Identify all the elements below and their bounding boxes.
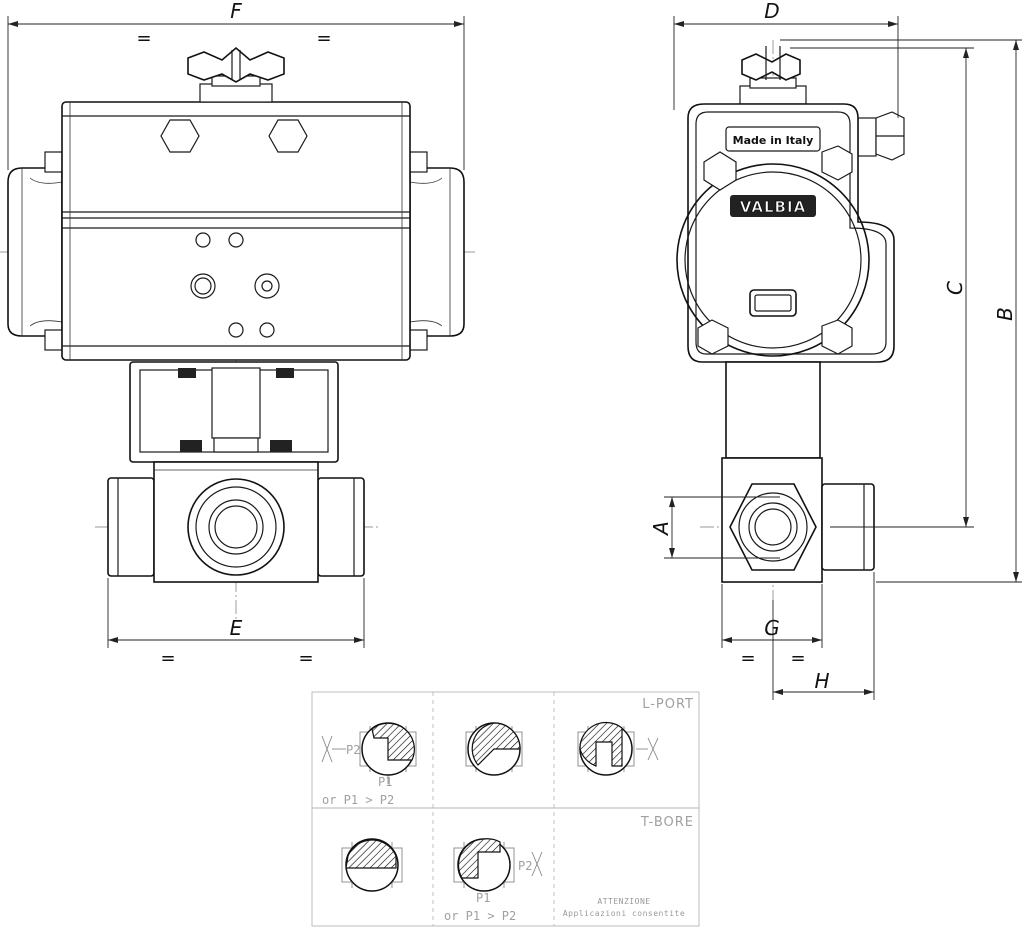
made-in-italy-plate	[725, 126, 821, 152]
dim-label-a: A	[649, 521, 673, 537]
brand-plate	[730, 195, 816, 217]
dim-label-h: H	[814, 669, 829, 693]
side-view: Made in Italy VALBIA	[676, 40, 905, 600]
valve-body-front	[107, 461, 365, 583]
tbore-position-1	[341, 838, 403, 892]
dim-eq-f-right: =	[316, 28, 331, 49]
brand-logo: VALBIA	[740, 198, 806, 216]
position-indicator-front	[187, 46, 285, 103]
lport-p1-label: P1	[378, 775, 392, 789]
dim-label-f: F	[230, 0, 242, 23]
dim-eq-e-right: =	[298, 648, 313, 669]
dimension-labels: F = = D C B A E = = G = = H	[136, 0, 1017, 693]
dim-eq-g-left: =	[740, 648, 755, 669]
legend-note-title: ATTENZIONE	[597, 897, 650, 906]
indicator-window	[749, 289, 797, 317]
valve-body-side	[721, 457, 875, 583]
actuator-body	[61, 101, 411, 361]
position-indicator-side	[739, 46, 807, 105]
made-in-italy-label: Made in Italy	[733, 134, 814, 147]
lport-position-2	[465, 722, 523, 776]
stem-column	[725, 361, 821, 459]
tbore-p2-label: P2	[518, 859, 532, 873]
tbore-p1-label: P1	[476, 891, 490, 905]
front-view	[0, 46, 475, 620]
actuator-housing-side: Made in Italy VALBIA	[676, 103, 895, 363]
legend-tbore-title: T-BORE	[640, 815, 694, 830]
dimension-lines	[7, 16, 1022, 700]
dim-label-c: C	[943, 281, 967, 295]
dim-label-d: D	[764, 0, 779, 23]
dim-eq-e-left: =	[160, 648, 175, 669]
dim-label-e: E	[230, 616, 243, 640]
dim-eq-g-right: =	[790, 648, 805, 669]
side-fitting	[857, 111, 905, 161]
actuator-end-cap-right	[409, 151, 465, 351]
actuator-end-cap-left	[7, 151, 63, 351]
lport-position-1: P2 P1 or P1 > P2	[321, 722, 417, 807]
legend-note-text: Applicazioni consentite	[563, 909, 685, 918]
lport-condition: or P1 > P2	[322, 793, 394, 807]
lport-position-3	[577, 721, 659, 776]
dim-eq-f-left: =	[136, 28, 151, 49]
dim-label-b: B	[993, 307, 1017, 321]
lport-p2-label: P2	[346, 743, 360, 757]
dim-label-g: G	[764, 616, 780, 640]
mounting-bracket-front	[129, 361, 339, 463]
tbore-condition: or P1 > P2	[444, 909, 516, 923]
flow-legend-table: L-PORT T-BORE P2 P1 or P1 > P2	[311, 691, 700, 927]
tbore-position-2: P2 P1 or P1 > P2	[444, 838, 543, 923]
legend-lport-title: L-PORT	[642, 697, 694, 712]
